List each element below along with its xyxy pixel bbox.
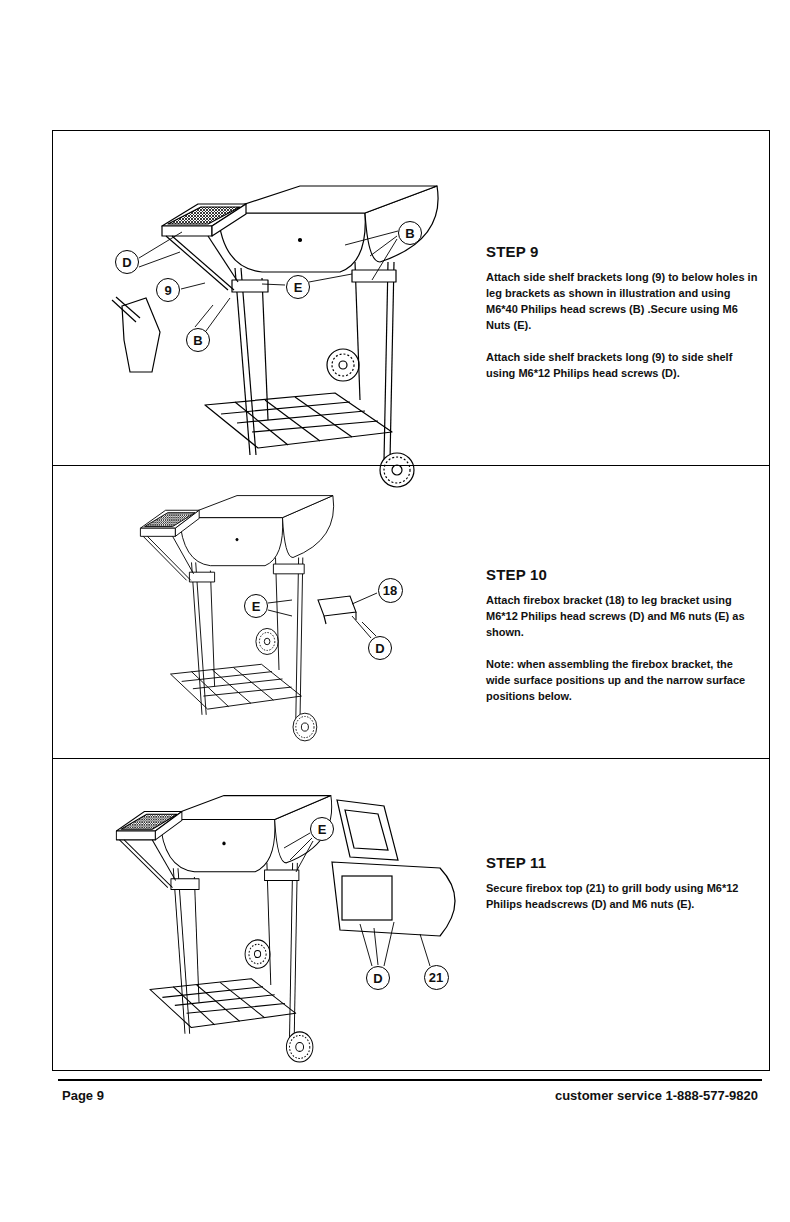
callout-letter: B: [193, 334, 202, 347]
callout-letter: 18: [383, 584, 397, 597]
callout-letter: B: [405, 227, 414, 240]
step-instruction: Secure firebox top (21) to grill body us…: [486, 880, 758, 912]
callout-circle: E: [244, 594, 268, 618]
callout-circle: E: [310, 817, 334, 841]
callout-letter: E: [252, 600, 261, 613]
callout-circle: D: [115, 250, 139, 274]
step-instruction: Attach side shelf brackets long (9) to b…: [486, 269, 758, 333]
step-panel: STEP 9 Attach side shelf brackets long (9…: [52, 130, 770, 466]
callout-circle: B: [186, 328, 210, 352]
step-instruction: Attach side shelf brackets long (9) to s…: [486, 349, 758, 381]
callout-circle: D: [368, 636, 392, 660]
callout-circle: 18: [378, 578, 403, 603]
callout-letter: E: [318, 823, 327, 836]
callout-letter: 21: [429, 971, 443, 984]
callout-circle: B: [398, 221, 422, 245]
page-number: Page 9: [62, 1088, 104, 1103]
callout-circle: 9: [156, 278, 180, 302]
callout-circle: 21: [424, 965, 449, 990]
step-text-column: STEP 11 Secure firebox top (21) to grill …: [486, 854, 758, 928]
step-instruction: Note: when assembling the firebox bracke…: [486, 656, 758, 704]
step-title: STEP 9: [486, 243, 758, 260]
step-text-column: STEP 9 Attach side shelf brackets long (9…: [486, 243, 758, 397]
customer-service: customer service 1-888-577-9820: [555, 1088, 758, 1103]
step-panel: STEP 10 Attach firebox bracket (18) to le…: [52, 465, 770, 759]
callout-letter: D: [373, 972, 382, 985]
step-instruction: Attach firebox bracket (18) to leg brack…: [486, 592, 758, 640]
step-title: STEP 10: [486, 566, 758, 583]
step-text-column: STEP 10 Attach firebox bracket (18) to le…: [486, 566, 758, 720]
callout-letter: 9: [164, 284, 171, 297]
step-panel: STEP 11 Secure firebox top (21) to grill …: [52, 758, 770, 1071]
callout-circle: D: [366, 966, 390, 990]
callout-letter: E: [294, 281, 303, 294]
callout-circle: E: [286, 275, 310, 299]
callout-letter: D: [375, 642, 384, 655]
step-title: STEP 11: [486, 854, 758, 871]
callout-letter: D: [122, 256, 131, 269]
